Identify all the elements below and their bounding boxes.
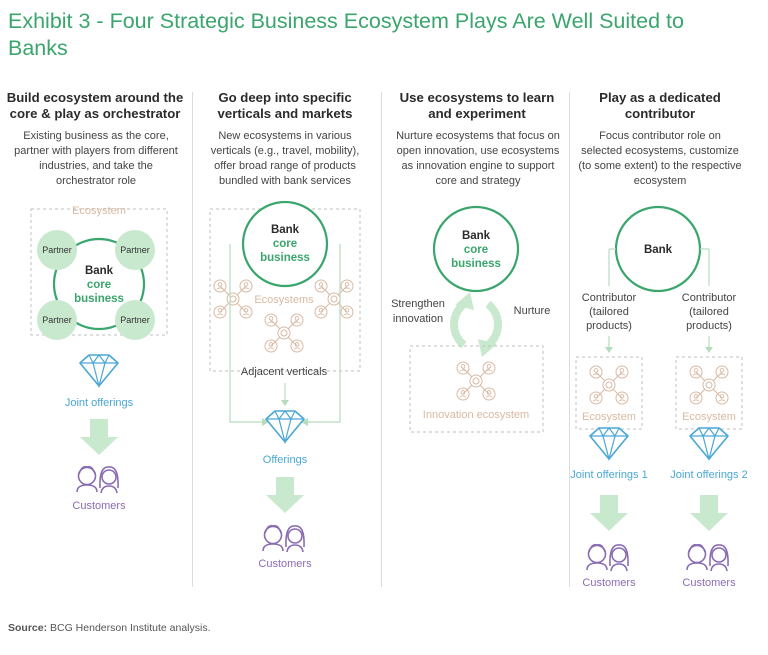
partner-label: Partner [42,315,72,325]
bank-core-circle [241,200,329,288]
ecosystem-cluster-icon [265,314,303,352]
partner-node [115,300,155,340]
source-label: Source: [8,622,48,634]
partner-node [115,230,155,270]
partner-node [37,230,77,270]
column-3-heading: Use ecosystems to learn and experiment [399,90,555,121]
column-2-description: New ecosystems in various verticals (e.g… [210,130,360,187]
customers-label: Customers [258,558,312,570]
innovation-ecosystem-label: Innovation ecosystem [423,409,529,421]
cycle-arrow-left [450,300,467,349]
ecosystem-cluster-icon [457,362,495,400]
customers-label: Customers [582,577,636,589]
ecosystem-box [30,208,168,336]
ecosystems-label: Ecosystems [254,294,314,306]
customers-icon [586,543,629,572]
bank-label: Bank [85,265,114,277]
column-1-description: Existing business as the core, partner w… [14,130,178,187]
source-text: BCG Henderson Institute analysis. [50,622,211,634]
customers-label: Customers [682,577,736,589]
products-label: products) [586,320,632,332]
partner-label: Partner [120,245,150,255]
arrow-head [262,418,269,426]
down-arrow-icon [690,495,728,531]
contributor-label: Contributor [582,292,637,304]
column-4-description: Focus contributor role on selected ecosy… [578,130,742,187]
customers-icon [686,543,729,572]
down-arrow-icon [80,419,118,455]
column-1-heading: Build ecosystem around the core & play a… [6,90,184,121]
business-label: business [260,252,310,264]
joint-offerings-label: Joint offerings [65,397,134,409]
flow-line [229,244,262,423]
cycle-arrow-right [485,300,502,349]
column-3-description: Nurture ecosystems that focus on open in… [396,130,560,187]
core-label: core [464,244,488,256]
diamond-icon [589,427,629,460]
business-label: business [74,293,124,305]
innovation-ecosystem-box [409,345,544,433]
ecosystem-label: Ecosystem [582,411,636,423]
flow-line [308,244,341,423]
ecosystem-label: Ecosystem [72,205,126,217]
column-divider-3 [569,92,570,587]
ecosystem-cluster-icon [690,366,728,404]
ecosystem-cluster-icon [214,280,252,318]
column-divider-1 [192,92,193,587]
cycle-arrow-head [455,292,474,310]
business-label: business [451,258,501,270]
offerings-label: Offerings [263,454,308,466]
customers-label: Customers [72,500,126,512]
strengthen-label: Strengthen [391,298,445,310]
partner-node [37,300,77,340]
tailored-label: (tailored [689,306,729,318]
cycle-arrow-head [478,339,497,357]
partner-label: Partner [42,245,72,255]
joint-offerings-2-label: Joint offerings 2 [670,469,747,481]
joint-offerings-1-label: Joint offerings 1 [570,469,647,481]
adjacent-verticals-label: Adjacent verticals [241,366,328,378]
core-label: core [273,238,297,250]
innovation-label: innovation [393,313,443,325]
column-divider-2 [381,92,382,587]
column-2-heading: Go deep into specific verticals and mark… [217,90,353,121]
tailored-label: (tailored [589,306,629,318]
diamond-icon [689,427,729,460]
bank-core-circle [432,205,520,293]
column-4-heading: Play as a dedicated contributor [599,90,721,121]
arrow-head [605,347,613,353]
diamond-icon [79,354,119,387]
nurture-label: Nurture [514,305,551,317]
contributor-label: Contributor [682,292,737,304]
bank-label: Bank [462,230,491,242]
customers-icon [76,465,119,494]
customers-icon [262,524,305,553]
ecosystem-cluster-icon [315,280,353,318]
ecosystem-cluster-icon [590,366,628,404]
exhibit-title: Exhibit 3 - Four Strategic Business Ecos… [8,9,684,60]
partner-label: Partner [120,315,150,325]
bank-label: Bank [271,224,300,236]
arrow-head [705,347,713,353]
products-label: products) [686,320,732,332]
core-label: core [87,279,111,291]
bank-core-circle [52,237,146,331]
source-note: Source: BCG Henderson Institute analysis… [8,622,211,634]
bank-label: Bank [644,244,673,256]
arrow-head [301,418,308,426]
ecosystem-label: Ecosystem [682,411,736,423]
down-arrow-icon [266,477,304,513]
arrow-head [281,400,289,406]
diamond-icon [265,410,305,443]
down-arrow-icon [590,495,628,531]
